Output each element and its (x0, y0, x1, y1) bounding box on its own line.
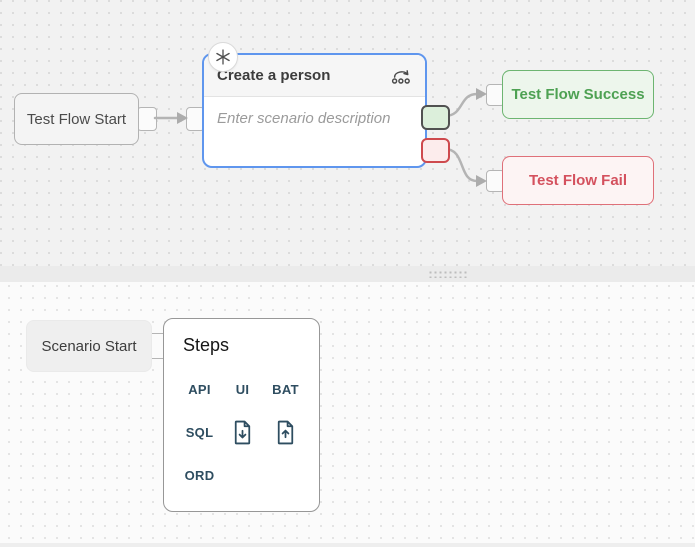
test-flow-success-node[interactable]: Test Flow Success (502, 70, 654, 119)
create-person-title: Create a person (217, 67, 331, 84)
test-flow-start-out-port[interactable] (137, 107, 157, 131)
create-person-header: Create a person (204, 55, 425, 97)
steps-grid: API UI BAT SQL ORD (178, 368, 319, 497)
file-upload-icon (277, 420, 294, 445)
asterisk-icon (216, 49, 230, 65)
create-person-fail-port[interactable] (421, 138, 450, 163)
step-item-file-upload[interactable] (275, 420, 296, 445)
test-flow-fail-label: Test Flow Fail (528, 172, 628, 189)
file-download-icon (234, 420, 251, 445)
bottom-edge-strip (0, 543, 695, 547)
step-item-api[interactable]: API (188, 382, 211, 397)
scenario-start-label: Scenario Start (41, 337, 137, 355)
flow-run-icon[interactable] (390, 68, 412, 84)
steps-panel[interactable]: Steps API UI BAT SQL ORD (163, 318, 320, 512)
start-badge (208, 42, 238, 72)
steps-panel-title: Steps (183, 335, 230, 355)
step-item-bat[interactable]: BAT (272, 382, 299, 397)
step-item-ord[interactable]: ORD (184, 468, 215, 483)
create-person-body: Enter scenario description (204, 97, 425, 127)
test-flow-start-node[interactable]: Test Flow Start (14, 93, 139, 145)
test-flow-fail-node[interactable]: Test Flow Fail (502, 156, 654, 205)
step-item-file-download[interactable] (232, 420, 253, 445)
splitter-drag-handle[interactable] (427, 269, 467, 278)
scenario-description-input[interactable]: Enter scenario description (217, 110, 391, 127)
create-person-node[interactable]: Create a person Enter scenario descripti… (202, 53, 427, 168)
test-flow-success-label: Test Flow Success (511, 86, 645, 103)
pane-splitter (0, 266, 695, 282)
test-flow-start-label: Test Flow Start (26, 110, 127, 128)
step-item-sql[interactable]: SQL (185, 425, 214, 440)
create-person-success-port[interactable] (421, 105, 450, 130)
scenario-start-node[interactable]: Scenario Start (26, 320, 152, 372)
step-item-ui[interactable]: UI (235, 382, 250, 397)
